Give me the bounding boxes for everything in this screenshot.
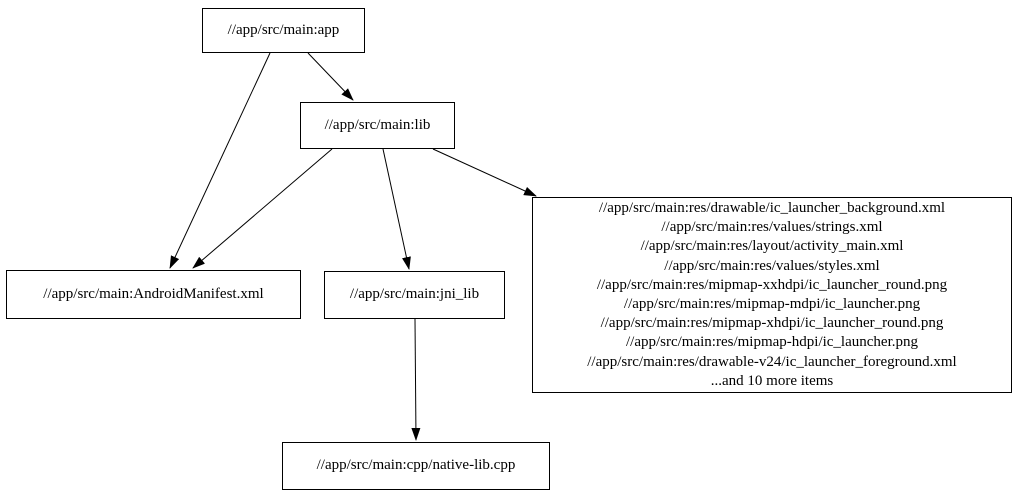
edge-lib-to-jnilib bbox=[382, 148, 411, 270]
graph-node-nativelibcpp: //app/src/main:cpp/native-lib.cpp bbox=[282, 442, 550, 490]
edge-lib-to-androidmanifest bbox=[192, 148, 333, 269]
edge-app-to-androidmanifest bbox=[169, 52, 271, 269]
graph-node-lib: //app/src/main:lib bbox=[300, 102, 455, 149]
edge-jnilib-to-nativelibcpp bbox=[411, 318, 421, 441]
edge-app-to-lib bbox=[307, 52, 354, 101]
graph-node-resgroup: //app/src/main:res/drawable/ic_launcher_… bbox=[532, 197, 1012, 393]
graph-node-jnilib: //app/src/main:jni_lib bbox=[324, 271, 505, 319]
graph-node-androidmanifest: //app/src/main:AndroidManifest.xml bbox=[6, 270, 301, 319]
graph-node-app: //app/src/main:app bbox=[202, 8, 365, 53]
edge-lib-to-resgroup bbox=[432, 148, 537, 197]
